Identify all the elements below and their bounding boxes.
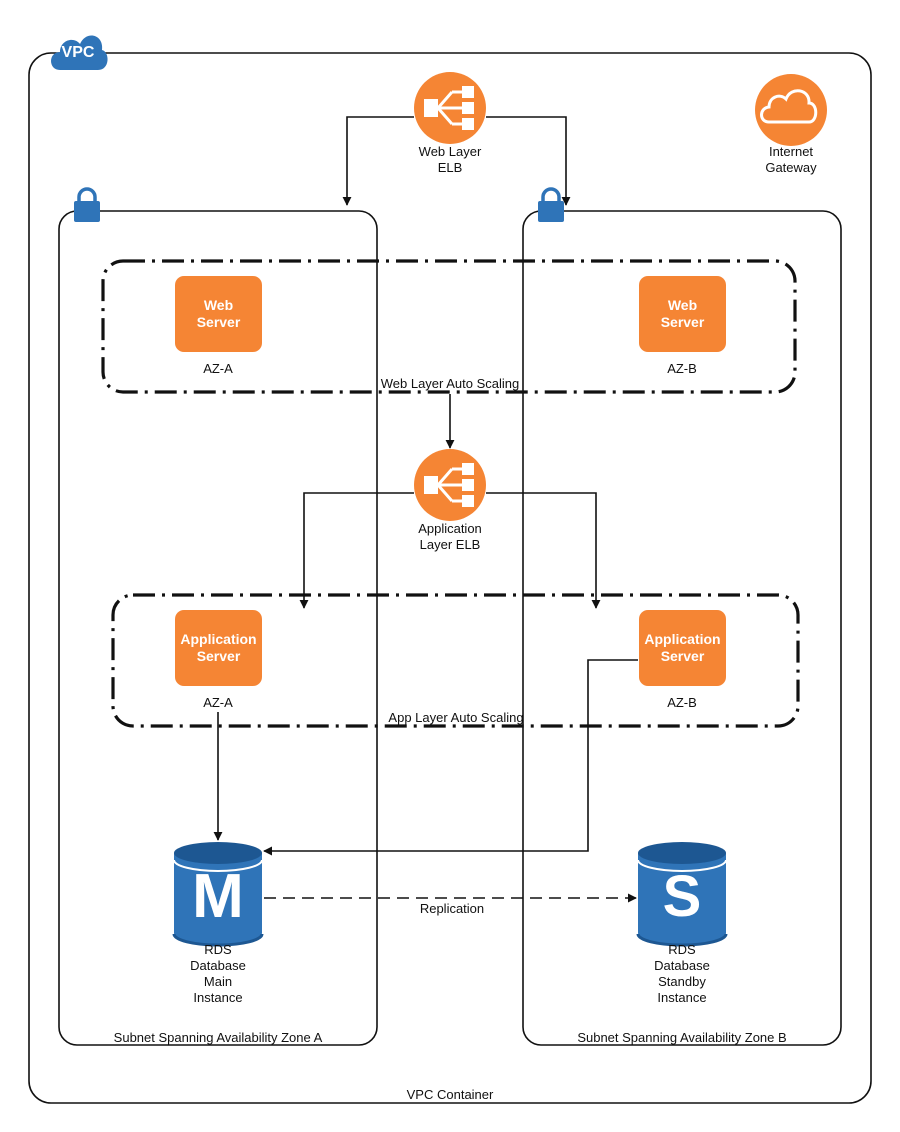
web-elb-label: Web Layer ELB bbox=[418, 144, 482, 175]
subnet-b-lock-icon bbox=[538, 187, 564, 222]
web-elb-to-subnet-b-arrow bbox=[486, 116, 571, 206]
subnet-b-label: Subnet Spanning Availability Zone B bbox=[577, 1030, 787, 1045]
vpc-container-label: VPC Container bbox=[406, 1087, 494, 1102]
app-elb-to-app-server-a-arrow bbox=[299, 492, 414, 609]
replication-label: Replication bbox=[419, 901, 485, 916]
rds-main-letter: M bbox=[192, 862, 244, 931]
subnet-zone-a bbox=[58, 210, 378, 1046]
web-elb-to-subnet-a-arrow bbox=[342, 116, 414, 206]
app-server-az-a-zone: AZ-A bbox=[203, 695, 233, 710]
rds-main-database-icon bbox=[172, 842, 264, 947]
app-auto-scaling-group bbox=[111, 593, 800, 728]
subnet-a-label: Subnet Spanning Availability Zone A bbox=[113, 1030, 323, 1045]
rds-standby-database-icon bbox=[636, 842, 728, 947]
internet-gateway-label: Internet Gateway bbox=[765, 144, 817, 175]
subnet-a-lock-icon bbox=[74, 187, 100, 222]
app-elb-icon bbox=[414, 449, 486, 521]
app-auto-scaling-label: App Layer Auto Scaling bbox=[388, 710, 524, 725]
web-server-az-b-zone: AZ-B bbox=[667, 361, 697, 376]
app-server-az-a: Application Server bbox=[175, 610, 262, 692]
web-server-az-b: Web Server bbox=[639, 276, 726, 358]
web-auto-scaling-label: Web Layer Auto Scaling bbox=[380, 376, 520, 391]
app-elb-label: Application Layer ELB bbox=[418, 521, 482, 552]
vpc-badge-label: VPC bbox=[61, 44, 95, 61]
app-server-az-b: Application Server bbox=[639, 610, 726, 692]
rds-standby-label: RDS Database Standby Instance bbox=[654, 942, 710, 1005]
web-auto-scaling-group bbox=[101, 259, 797, 394]
web-server-az-a: Web Server bbox=[175, 276, 262, 358]
app-elb-to-app-server-b-arrow bbox=[486, 492, 601, 609]
rds-main-label: RDS Database Main Instance bbox=[190, 942, 246, 1005]
app-server-az-b-title: Application Server bbox=[644, 631, 721, 664]
web-server-az-b-title: Web Server bbox=[660, 297, 705, 330]
vpc-container bbox=[28, 52, 872, 1104]
web-server-az-a-title: Web Server bbox=[196, 297, 241, 330]
web-server-az-a-zone: AZ-A bbox=[203, 361, 233, 376]
app-server-az-b-zone: AZ-B bbox=[667, 695, 697, 710]
app-server-az-a-title: Application Server bbox=[180, 631, 257, 664]
vpc-cloud-icon bbox=[51, 35, 108, 70]
web-elb-icon bbox=[414, 72, 486, 144]
internet-gateway-cloud-icon bbox=[755, 74, 827, 146]
app-server-b-to-db-arrow bbox=[263, 659, 638, 856]
subnet-zone-b bbox=[522, 210, 842, 1046]
rds-standby-letter: S bbox=[662, 864, 702, 929]
